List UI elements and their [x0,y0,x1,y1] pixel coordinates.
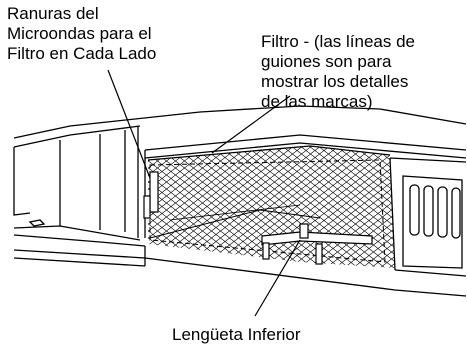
label-filter: Filtro - (las líneas de guiones son para… [261,32,415,112]
filter-mesh [147,145,395,268]
label-microwave-slots: Ranuras del Microondas para el Filtro en… [7,4,156,64]
label-line: mostrar los detalles [261,72,409,91]
microwave-top-panel [13,105,467,159]
microwave-vent-grille [389,157,467,277]
label-line: Ranuras del [7,4,99,23]
leader-filter [211,95,291,154]
label-line: Filtro en Cada Lado [7,44,157,63]
label-bottom-tab: Lengüeta Inferior [172,325,301,345]
label-line: guiones son para [261,52,392,71]
microwave-floor [13,246,467,297]
label-line: Filtro - (las líneas de [261,32,415,51]
microwave-left-wall [13,126,146,247]
filter-slot-left [143,171,159,219]
leader-slots [107,69,151,179]
label-line: Lengüeta Inferior [172,325,301,344]
bottom-tab [261,223,373,265]
callout-leaders [107,69,301,317]
leader-bottom-tab [254,239,301,317]
label-line: Microondas para el [7,24,152,43]
label-line: de las marcas) [261,92,373,111]
